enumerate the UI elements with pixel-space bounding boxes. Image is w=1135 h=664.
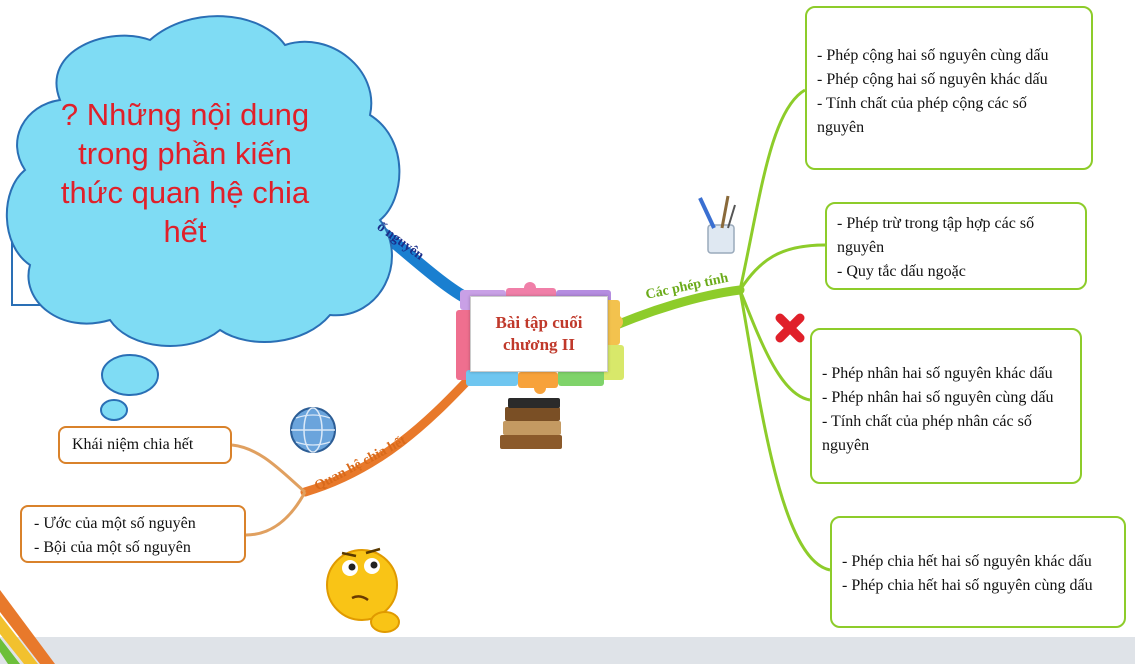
topic-box-chia: - Phép chia hết hai số nguyên khác dấu -… — [830, 516, 1126, 628]
text-line: Khái niệm chia hết — [72, 436, 194, 453]
topic-box-nhan: - Phép nhân hai số nguyên khác dấu - Phé… — [810, 328, 1082, 484]
pencil-cup-icon — [698, 195, 736, 254]
text-line: - Quy tắc dấu ngoặc — [837, 263, 966, 280]
text-line: - Phép chia hết hai số nguyên khác dấu — [842, 553, 1092, 570]
text-line: - Bội của một số nguyên — [34, 539, 191, 556]
text-line: nguyên — [822, 437, 870, 454]
center-topic: Bài tập cuối chương II — [470, 296, 608, 372]
topic-box-uoc-boi: - Ước của một số nguyên - Bội của một số… — [20, 505, 246, 563]
orange-subbranches — [231, 443, 307, 537]
thought-cloud — [5, 15, 401, 421]
text-line: - Phép trừ trong tập hợp các số — [837, 215, 1035, 232]
thinking-face-icon — [326, 547, 400, 633]
bottom-bar — [0, 637, 1135, 664]
text-line: - Phép nhân hai số nguyên khác dấu — [822, 365, 1053, 382]
globe-icon — [290, 407, 336, 453]
text-line: nguyên — [837, 239, 885, 256]
topic-box-cong: - Phép cộng hai số nguyên cùng dấu - Phé… — [805, 6, 1093, 170]
center-title-line2: chương II — [502, 335, 576, 354]
topic-box-khai-niem: Khái niệm chia hết — [58, 426, 232, 464]
books-icon — [500, 398, 562, 449]
cloud-question-text: ? Những nội dung trong phần kiến thức qu… — [60, 97, 310, 249]
red-x-icon — [775, 313, 805, 343]
text-line: - Ước của một số nguyên — [34, 515, 196, 532]
topic-box-tru: - Phép trừ trong tập hợp các số nguyên -… — [825, 202, 1087, 290]
green-subbranches — [738, 88, 831, 572]
text-line: - Phép cộng hai số nguyên khác dấu — [817, 71, 1048, 88]
corner-stripes — [0, 590, 55, 664]
text-line: - Tính chất của phép nhân các số — [822, 413, 1032, 430]
text-line: nguyên — [817, 119, 865, 136]
text-line: - Phép chia hết hai số nguyên cùng dấu — [842, 577, 1093, 594]
text-line: - Phép nhân hai số nguyên cùng dấu — [822, 389, 1054, 406]
text-line: - Phép cộng hai số nguyên cùng dấu — [817, 47, 1049, 64]
center-title-line1: Bài tập cuối — [495, 313, 583, 332]
text-line: - Tính chất của phép cộng các số — [817, 95, 1027, 112]
branch-line-chia-het — [300, 375, 473, 497]
